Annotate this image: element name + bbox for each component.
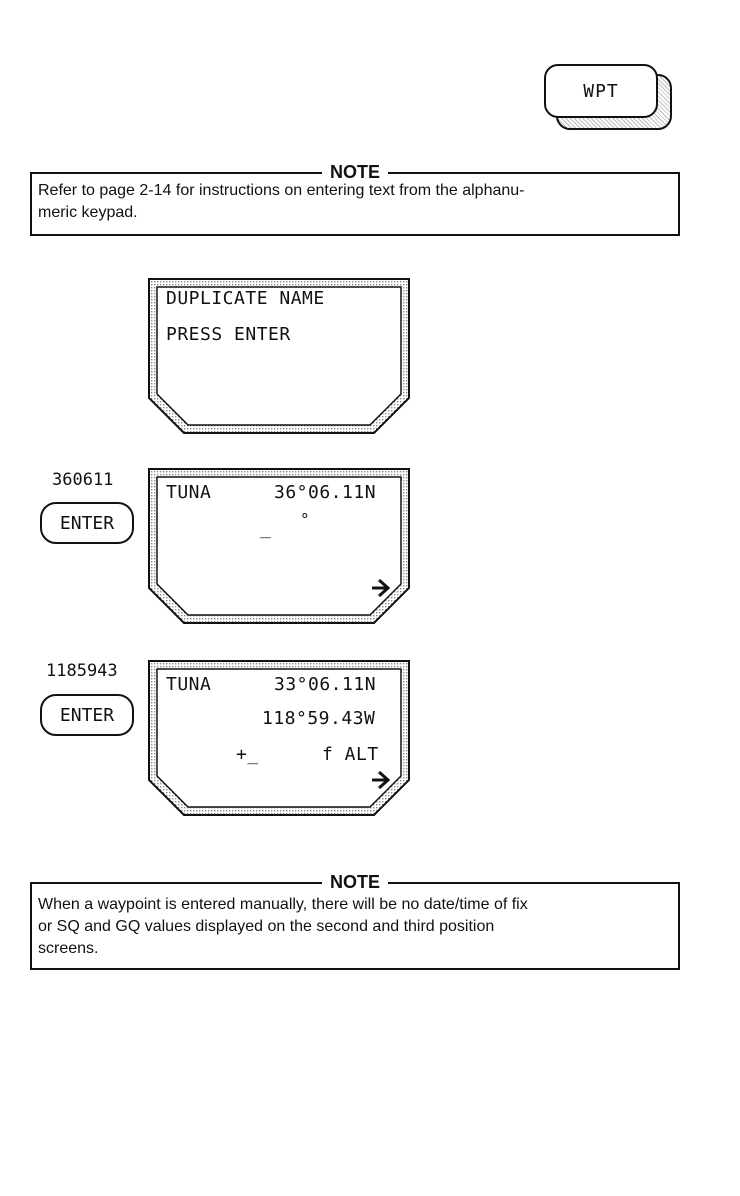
lcd-screen-duplicate: DUPLICATE NAME PRESS ENTER — [148, 278, 410, 434]
lcd-screen-latitude: TUNA 36°06.11N _ ° — [148, 468, 410, 624]
entry-value-longitude: 1185943 — [46, 661, 118, 681]
enter-button-2[interactable]: ENTER — [40, 694, 134, 736]
note-1-heading: NOTE — [322, 161, 389, 183]
note-2-line-2: or SQ and GQ values displayed on the sec… — [38, 918, 495, 935]
arrow-right-icon — [372, 578, 391, 598]
lcd-frame — [148, 278, 410, 434]
note-2-line-3: screens. — [38, 940, 99, 957]
lcd-degree-mark: ° — [300, 510, 311, 529]
enter-button-1-label: ENTER — [59, 512, 115, 534]
note-2-line-1: When a waypoint is entered manually, the… — [38, 896, 528, 913]
note-1-line-2: meric keypad. — [38, 204, 138, 221]
note-2-body: When a waypoint is entered manually, the… — [38, 882, 670, 960]
lcd-altitude-sign: +_ — [236, 744, 259, 765]
arrow-right-icon — [372, 770, 391, 790]
note-1-header: NOTE — [30, 161, 681, 183]
wpt-key[interactable]: WPT — [544, 64, 672, 130]
wpt-key-label: WPT — [544, 64, 658, 118]
lcd-latitude: 36°06.11N — [274, 482, 377, 503]
lcd-input-cursor: _ — [260, 518, 272, 539]
lcd-frame — [148, 660, 410, 816]
enter-button-2-label: ENTER — [59, 704, 115, 726]
note-box-2: NOTE When a waypoint is entered manually… — [30, 871, 681, 970]
note-2-heading: NOTE — [322, 871, 389, 893]
note-box-1: NOTE Refer to page 2-14 for instructions… — [30, 161, 681, 236]
lcd-waypoint-name: TUNA — [166, 482, 212, 503]
lcd-line-2: PRESS ENTER — [166, 324, 291, 345]
lcd-screen-longitude: TUNA 33°06.11N 118°59.43W +_ f ALT — [148, 660, 410, 816]
lcd-line-1: DUPLICATE NAME — [166, 288, 325, 309]
enter-button-1[interactable]: ENTER — [40, 502, 134, 544]
lcd-waypoint-name: TUNA — [166, 674, 212, 695]
lcd-latitude: 33°06.11N — [274, 674, 377, 695]
entry-value-latitude: 360611 — [52, 470, 114, 490]
note-1-body: Refer to page 2-14 for instructions on e… — [38, 172, 670, 224]
lcd-altitude-unit: f ALT — [322, 744, 379, 765]
note-1-line-1: Refer to page 2-14 for instructions on e… — [38, 182, 525, 199]
lcd-longitude: 118°59.43W — [262, 708, 376, 729]
lcd-frame — [148, 468, 410, 624]
note-2-header: NOTE — [30, 871, 681, 893]
